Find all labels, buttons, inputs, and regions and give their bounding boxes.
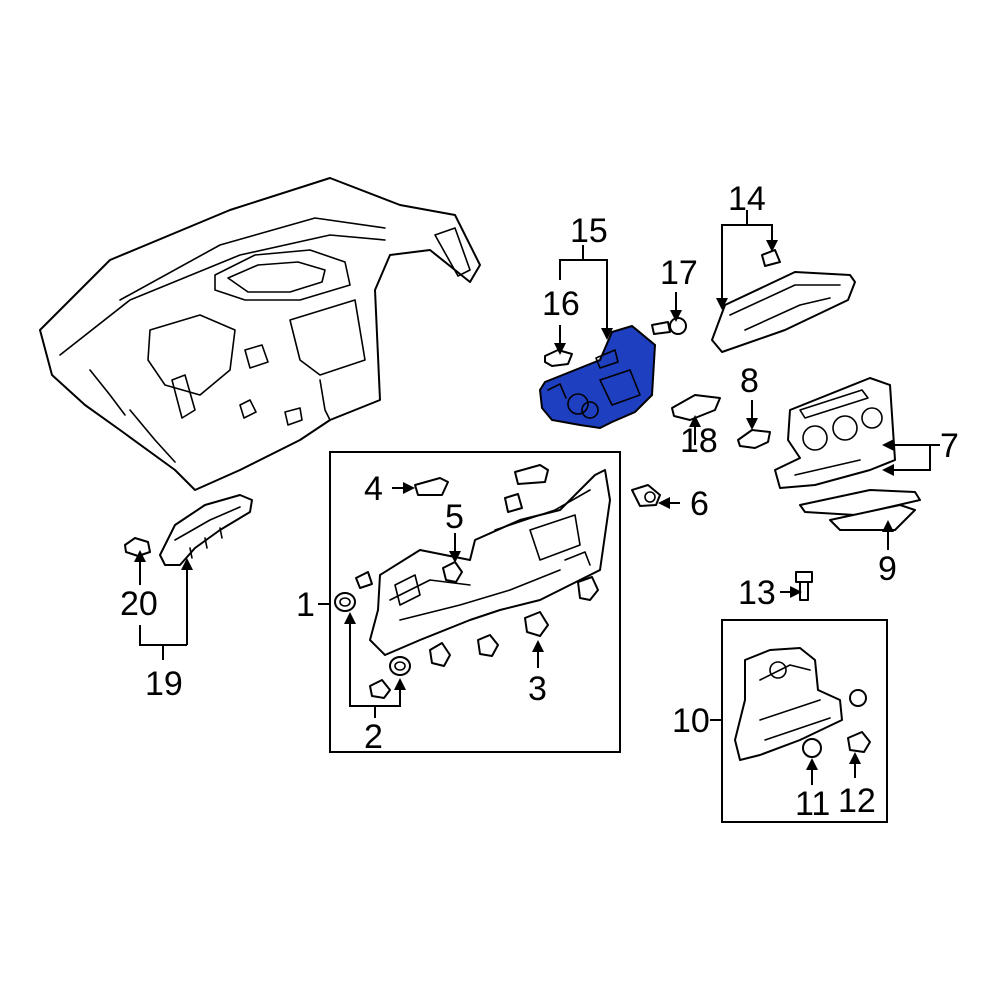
part-6-bolt <box>631 484 661 507</box>
part-20-clip <box>124 537 151 557</box>
callout-14: 14 <box>728 180 766 218</box>
callout-9: 9 <box>878 550 897 588</box>
part-1-lower-panel <box>369 469 611 656</box>
callout-4: 4 <box>364 470 383 508</box>
part-18-pad <box>671 394 721 421</box>
callout-6: 6 <box>690 485 709 523</box>
part-17-bolt <box>651 317 687 335</box>
callout-5: 5 <box>445 498 464 536</box>
callout-10: 10 <box>672 702 710 740</box>
callout-15: 15 <box>570 212 608 250</box>
part-7-control-panel <box>774 377 896 489</box>
callout-7: 7 <box>940 427 959 465</box>
part-12-clip <box>847 731 871 753</box>
callout-3: 3 <box>528 670 547 708</box>
callout-17: 17 <box>660 254 698 292</box>
callout-8: 8 <box>740 362 759 400</box>
detail-box-1 <box>329 451 621 753</box>
callout-12: 12 <box>838 782 876 820</box>
part-16-clip <box>544 349 573 367</box>
part-3-clip <box>429 576 599 667</box>
part-top-clip-a <box>504 464 549 513</box>
callout-20: 20 <box>120 585 158 623</box>
part-2-grommet <box>334 571 411 699</box>
part-13-bolt <box>795 571 813 601</box>
part-5-clip <box>442 561 463 583</box>
part-15-center-bezel <box>538 324 657 430</box>
callout-2: 2 <box>364 718 383 756</box>
part-19-bracket <box>159 494 253 566</box>
callout-11: 11 <box>795 785 830 823</box>
callout-18: 18 <box>680 422 718 460</box>
part-4-clip <box>414 477 449 496</box>
part-14-door <box>711 249 856 353</box>
callout-16: 16 <box>542 285 580 323</box>
callout-13: 13 <box>738 574 776 612</box>
callout-1: 1 <box>296 586 315 624</box>
part-11-bumper <box>802 689 867 758</box>
callout-19: 19 <box>145 665 183 703</box>
part-10-glove-box <box>734 647 843 761</box>
part-9-trim <box>799 489 921 531</box>
part-8-clip <box>737 429 771 449</box>
instrument-panel <box>39 177 481 491</box>
